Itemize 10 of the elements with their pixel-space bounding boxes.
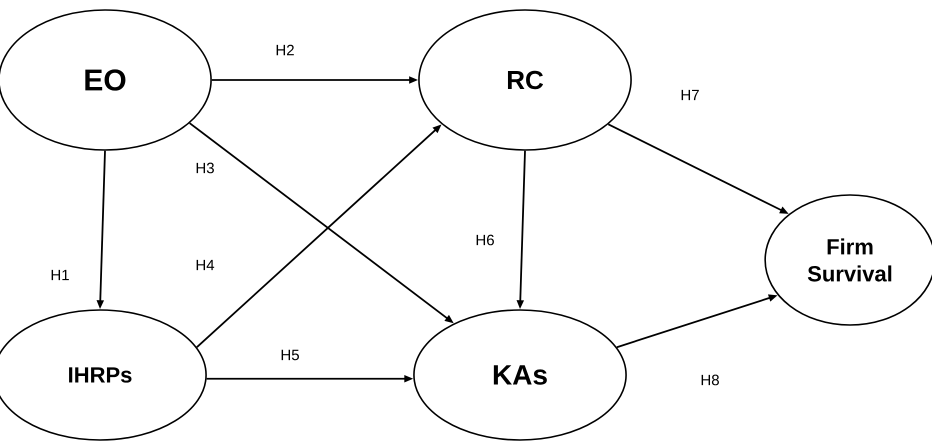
edge-label: H2 bbox=[274, 44, 296, 56]
edge-label: H6 bbox=[474, 234, 496, 246]
edge-label: H4 bbox=[194, 258, 216, 272]
edge-label: H5 bbox=[279, 348, 301, 362]
ellipse-node: KAs bbox=[413, 309, 627, 441]
edge-label: H7 bbox=[679, 88, 701, 102]
edge-label: H1 bbox=[49, 268, 71, 282]
ellipse-node: RC bbox=[418, 9, 632, 151]
edge-label: H8 bbox=[699, 374, 721, 386]
edge-label: H3 bbox=[194, 162, 216, 174]
